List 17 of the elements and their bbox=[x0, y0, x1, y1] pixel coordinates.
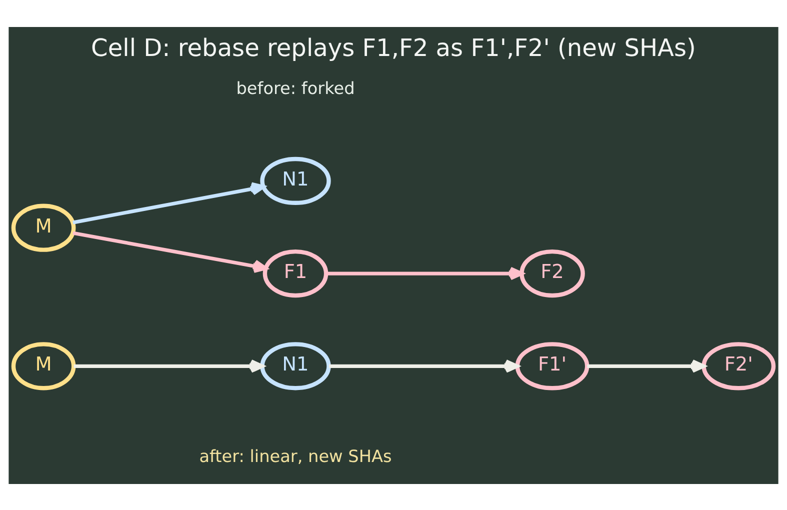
node-ellipse: F1' bbox=[515, 342, 590, 390]
node-ellipse: M bbox=[11, 342, 76, 390]
arrow bbox=[72, 230, 268, 272]
node-ellipse: N1 bbox=[260, 342, 331, 390]
node-ellipse: F2' bbox=[702, 342, 776, 390]
label: after: linear, new SHAs bbox=[199, 445, 392, 466]
node-ellipse: F1 bbox=[262, 248, 328, 298]
arrow bbox=[74, 358, 264, 372]
arrow bbox=[326, 266, 524, 280]
arrow bbox=[587, 358, 706, 372]
node-ellipse: F2 bbox=[520, 248, 585, 298]
arrow bbox=[328, 358, 519, 372]
node-ellipse: M bbox=[11, 203, 76, 252]
label: before: forked bbox=[236, 77, 355, 98]
arrow bbox=[72, 182, 265, 224]
node-ellipse: N1 bbox=[260, 156, 331, 205]
diagram-title: Cell D: rebase replays F1,F2 as F1',F2' (new SHAs) bbox=[91, 33, 696, 62]
